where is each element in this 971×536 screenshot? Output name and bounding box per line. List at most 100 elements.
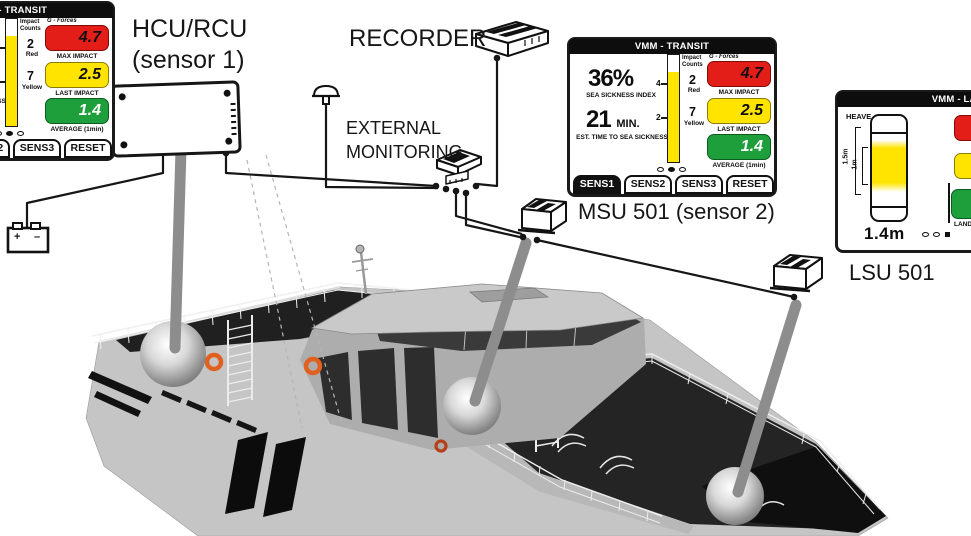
- hcu-device-icon: [109, 80, 242, 158]
- hub-device-icon: [436, 149, 482, 185]
- wheelhouse-side-panels: [318, 347, 438, 438]
- gps-antenna-icon: [312, 84, 340, 105]
- ship-illustration: [85, 144, 889, 536]
- battery-icon: [6, 222, 50, 254]
- msu-device-icon: [517, 198, 567, 235]
- wiring: [25, 59, 795, 299]
- sensor-ball-2: [443, 377, 501, 435]
- gforces-label: G - Forces: [47, 18, 77, 24]
- sensor-ball-1: [140, 321, 206, 387]
- vmm-landing-panel: VMM - LANDING HEAVE 1.5m 1m 1.4m LANDING: [835, 90, 971, 253]
- page-dot: [679, 167, 686, 172]
- heave-value: 1.4m: [864, 224, 905, 243]
- wheelhouse-roof: [310, 283, 645, 335]
- landing-red-box: [954, 115, 971, 141]
- sens3-button[interactable]: SENS3: [13, 139, 61, 158]
- wire-recorder-to-junction: [476, 59, 499, 188]
- average-label: AVERAGE (1min): [712, 162, 766, 169]
- panel-title: VMM - TRANSIT: [0, 3, 113, 18]
- landing-yellow-box: [954, 153, 971, 179]
- last-impact-label: LAST IMPACT: [717, 126, 761, 133]
- time-to-sickness-label: EST. TIME TO SEA SICKNESS: [0, 98, 6, 105]
- life-ring-icon: [303, 356, 323, 376]
- wire-junction-to-msu-b: [464, 193, 525, 240]
- last-impact-box: 2.5: [707, 98, 771, 124]
- page-dot: [6, 131, 13, 136]
- yellow-count-label: Yellow: [683, 120, 705, 127]
- red-count: 2: [27, 37, 34, 51]
- hull-door: [225, 432, 268, 514]
- landing-chart-axis: [948, 183, 950, 223]
- hcu-label: HCU/RCU (sensor 1): [132, 14, 247, 77]
- sens1-button[interactable]: SENS1: [573, 175, 621, 194]
- wire-msu-to-lsu: [536, 238, 795, 299]
- max-impact-box: 4.7: [707, 61, 771, 87]
- page-dot: [945, 232, 950, 237]
- projection-lines: [246, 154, 343, 429]
- vmm-transit-panel: VMM - TRANSIT 36% SEA SICKNESS INDEX 21 …: [567, 37, 777, 197]
- bow-stairs: [227, 315, 253, 406]
- panel-title: VMM - TRANSIT: [569, 39, 775, 54]
- yellow-count-label: Yellow: [21, 84, 43, 91]
- range-bracket-inner: [862, 147, 868, 185]
- time-unit: MIN.: [616, 118, 640, 130]
- last-impact-box: 2.5: [45, 62, 109, 88]
- sea-sickness-index-value: 36%: [588, 65, 634, 92]
- wire-battery-to-hcu: [25, 152, 165, 228]
- range-bracket-outer: [855, 127, 861, 195]
- wire-junction-to-msu-a: [454, 191, 523, 236]
- max-impact-box: 4.7: [45, 25, 109, 51]
- average-box: 1.4: [707, 134, 771, 160]
- red-count: 2: [689, 73, 696, 87]
- page-dot: [657, 167, 664, 172]
- msu-label: MSU 501 (sensor 2): [578, 199, 775, 224]
- lsu-device-icon: [769, 254, 823, 293]
- page-dot: [17, 131, 24, 136]
- range-inner-label: 1m: [851, 159, 859, 170]
- battery-minus-label: –: [34, 231, 41, 243]
- external-label-line1: EXTERNAL: [346, 118, 442, 138]
- gforces-label: G - Forces: [709, 54, 739, 60]
- hcu-label-line2: (sensor 1): [132, 46, 245, 75]
- sensor-poles: [169, 144, 802, 498]
- average-box: 1.4: [45, 98, 109, 124]
- max-impact-label: MAX IMPACT: [56, 53, 98, 60]
- life-ring-icon: [434, 439, 448, 453]
- page-dot: [933, 232, 940, 237]
- time-to-sickness-value: 21 MIN.: [586, 106, 640, 133]
- impact-gauge: [667, 54, 680, 163]
- landing-label: LANDING: [954, 221, 971, 228]
- max-impact-label: MAX IMPACT: [718, 89, 760, 96]
- hull-stripe: [94, 391, 141, 417]
- recorder-label: RECORDER: [349, 25, 487, 52]
- page-dot: [668, 167, 675, 172]
- vmm-transit-panel-left: VMM - TRANSIT 36% SEA SICKNESS INDEX 21 …: [0, 1, 115, 161]
- sens2-button[interactable]: SENS2: [624, 175, 672, 194]
- last-impact-label: LAST IMPACT: [55, 90, 99, 97]
- page-dot: [922, 232, 929, 237]
- landing-green-box: [951, 189, 971, 219]
- sens3-button[interactable]: SENS3: [675, 175, 723, 194]
- recorder-device-icon: [475, 21, 549, 57]
- external-monitoring-label: EXTERNAL MONITORING: [346, 116, 463, 165]
- hcu-label-line1: HCU/RCU: [132, 15, 248, 43]
- wire-gps-to-junction: [324, 104, 439, 190]
- yellow-count: 7: [27, 69, 34, 83]
- roof-mast: [351, 251, 374, 295]
- average-label: AVERAGE (1min): [50, 126, 104, 133]
- external-label-line2: MONITORING: [346, 142, 463, 163]
- lsu-label: LSU 501: [849, 260, 935, 285]
- wire-hcu-to-junction: [224, 154, 437, 188]
- reset-button[interactable]: RESET: [726, 175, 774, 194]
- page-dot: [0, 131, 2, 136]
- impact-gauge: [5, 18, 18, 127]
- roof-mast-dome: [355, 244, 365, 254]
- heave-gauge: [870, 114, 908, 222]
- sea-sickness-index-label: SEA SICKNESS INDEX: [586, 92, 656, 99]
- reset-button[interactable]: RESET: [64, 139, 112, 158]
- sens2-button[interactable]: SENS2: [0, 139, 10, 158]
